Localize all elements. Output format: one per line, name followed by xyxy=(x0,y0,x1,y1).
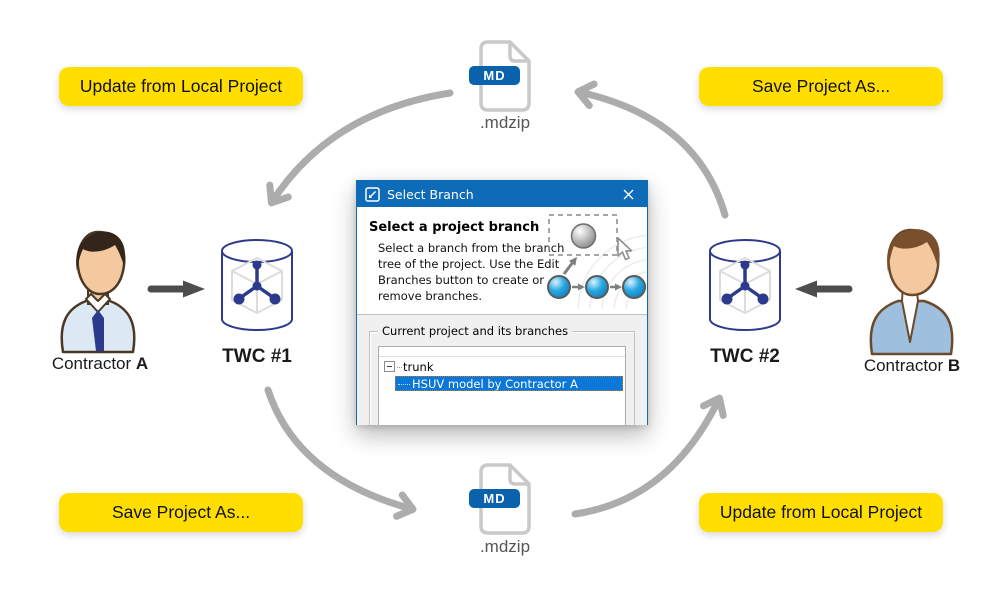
description-line: Select a branch from the branch xyxy=(378,241,565,255)
mdzip-label-bottom: .mdzip xyxy=(479,537,531,556)
app-icon xyxy=(365,186,380,202)
twc1-label: TWC #1 xyxy=(222,346,292,367)
groupbox-label: Current project and its branches xyxy=(378,324,573,338)
badge-save-project-as-bottom: Save Project As... xyxy=(59,493,303,532)
contractor-b-letter: B xyxy=(947,356,961,375)
md-badge: MD xyxy=(469,66,520,85)
twc1-server-icon xyxy=(221,239,293,331)
close-icon xyxy=(623,189,633,199)
dialog-header: Select a project branch Select a branch … xyxy=(357,207,647,315)
contractor-a-icon xyxy=(60,230,136,354)
blue-sphere xyxy=(622,275,646,299)
branch-arrow xyxy=(562,261,575,275)
gray-sphere xyxy=(570,223,597,249)
contractor-b-name: Contractor xyxy=(863,356,948,375)
close-button[interactable] xyxy=(617,183,639,205)
dialog-titlebar[interactable]: Select Branch xyxy=(357,181,647,207)
badge-update-from-local-top: Update from Local Project xyxy=(59,67,303,106)
blue-sphere xyxy=(547,275,571,299)
tree-filter-strip[interactable] xyxy=(379,347,625,357)
dialog-title: Select Branch xyxy=(387,186,474,202)
blue-sphere xyxy=(585,275,609,299)
contractor-b-icon xyxy=(869,228,954,356)
twc2-label: TWC #2 xyxy=(710,346,780,367)
mdzip-label-top: .mdzip xyxy=(479,113,531,132)
select-branch-dialog: Select Branch Select a project branch Se… xyxy=(356,180,648,425)
twc2-server-icon xyxy=(709,239,781,331)
dialog-heading: Select a project branch xyxy=(369,220,540,235)
contractor-a-label: Contractor A xyxy=(20,354,180,374)
description-line: tree of the project. Use the Edit xyxy=(378,257,560,271)
badge-update-from-local-bottom: Update from Local Project xyxy=(699,493,943,532)
contractor-a-letter: A xyxy=(135,354,149,373)
tree-root-label: trunk xyxy=(403,359,434,374)
contractor-a-name: Contractor xyxy=(51,354,136,373)
md-badge-text: MD xyxy=(483,491,506,506)
md-badge-text: MD xyxy=(483,68,506,83)
description-line: Branches button to create or xyxy=(378,273,544,287)
md-badge: MD xyxy=(469,489,520,508)
tree-row-selected-branch[interactable]: HSUV model by Contractor A xyxy=(395,376,623,391)
badge-label: Update from Local Project xyxy=(79,76,283,96)
dialog-description: Select a branch from the branch tree of … xyxy=(378,240,564,304)
mdzip-file-bottom: MD xyxy=(455,461,555,561)
mdzip-file-top: MD xyxy=(455,38,555,138)
selected-branch-label: HSUV model by Contractor A xyxy=(412,376,578,391)
tree-connector xyxy=(397,366,402,368)
collapse-toggle-icon[interactable] xyxy=(384,361,395,372)
tree-connector xyxy=(398,383,410,385)
badge-label: Update from Local Project xyxy=(719,502,923,522)
branches-groupbox: Current project and its branches trunk H… xyxy=(369,324,635,425)
cursor-icon xyxy=(617,237,633,261)
dialog-content: Current project and its branches trunk H… xyxy=(357,315,647,425)
branch-tree[interactable]: trunk HSUV model by Contractor A xyxy=(378,346,626,425)
branch-illustration xyxy=(546,211,646,309)
badge-save-project-as-top: Save Project As... xyxy=(699,67,943,106)
badge-label: Save Project As... xyxy=(111,502,251,522)
contractor-b-label: Contractor B xyxy=(832,356,992,376)
tree-row-trunk[interactable]: trunk xyxy=(379,359,625,374)
description-line: remove branches. xyxy=(378,289,483,303)
badge-label: Save Project As... xyxy=(751,76,891,96)
